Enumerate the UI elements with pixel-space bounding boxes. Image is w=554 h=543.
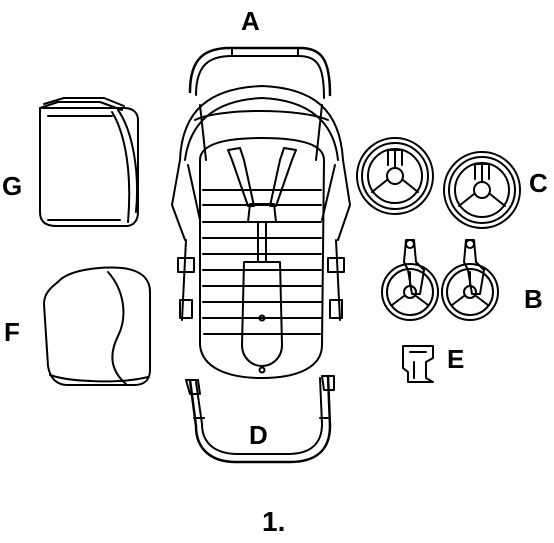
step-number: 1.	[262, 506, 286, 537]
basket-icon	[40, 98, 138, 226]
front-swivel-wheel-icon	[382, 240, 498, 320]
stroller-frame-icon	[172, 48, 350, 378]
part-label-b: B	[524, 284, 543, 314]
part-label-d: D	[249, 420, 268, 450]
part-label-g: G	[2, 171, 23, 201]
clip-icon	[403, 346, 433, 382]
part-label-e: E	[447, 344, 465, 374]
part-label-a: A	[241, 6, 260, 36]
bumper-bar-icon	[186, 376, 334, 462]
part-label-c: C	[529, 168, 548, 198]
cover-icon	[44, 268, 150, 385]
part-label-f: F	[4, 317, 20, 347]
rear-wheel-icon	[357, 138, 520, 228]
